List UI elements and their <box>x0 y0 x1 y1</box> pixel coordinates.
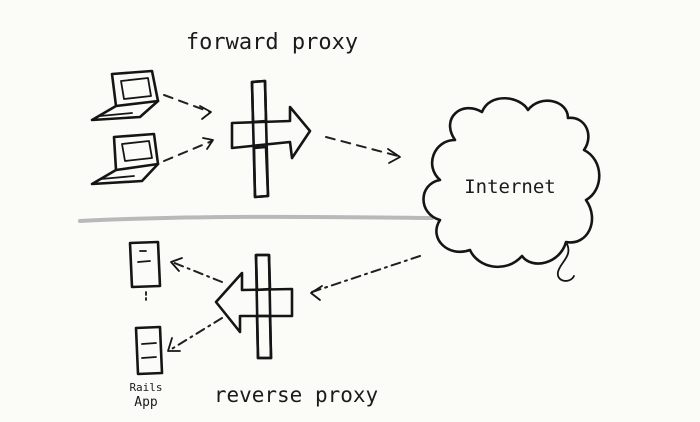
laptop-icon <box>90 69 160 122</box>
server-icon <box>134 325 164 376</box>
internet-label: Internet <box>464 176 556 198</box>
forward-proxy-label: forward proxy <box>186 30 358 55</box>
reverse-proxy-label: reverse proxy <box>214 383 378 407</box>
section-divider <box>78 214 434 223</box>
forward-proxy-arrow <box>230 105 312 160</box>
client-request-arrow <box>163 137 214 162</box>
reverse-proxy-post <box>254 253 273 360</box>
laptop-icon <box>90 132 160 186</box>
internet-to-proxy-arrow <box>310 255 421 301</box>
client-request-arrow <box>163 94 212 120</box>
proxy-to-internet-arrow <box>325 136 401 164</box>
rails-label-line1: Rails <box>129 381 162 394</box>
cloud-icon <box>422 97 601 282</box>
proxy-to-server-arrow <box>170 257 223 283</box>
server-icon <box>128 240 162 289</box>
reverse-proxy-arrow <box>214 271 294 334</box>
rails-label-line2: App <box>134 395 158 410</box>
proxy-to-server-arrow <box>167 317 223 352</box>
